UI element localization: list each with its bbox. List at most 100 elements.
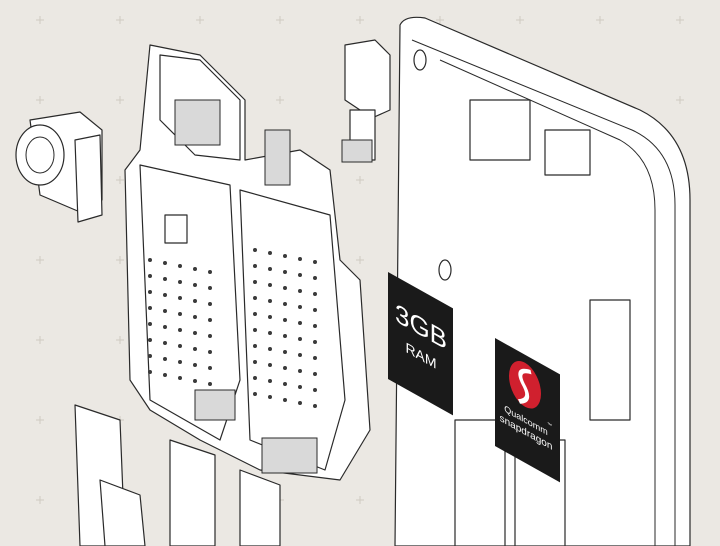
shield-dot [193,347,197,351]
shield-dot [253,376,257,380]
shield-dot [148,306,152,310]
snapdragon-logo-icon [509,361,541,409]
grid-cross [276,96,284,104]
shield-dot [313,276,317,280]
shield-dot [178,312,182,316]
grid-cross [676,16,684,24]
shield-dot [298,369,302,373]
shield-dots [148,248,317,408]
shield-dot [208,286,212,290]
shield-dot [283,286,287,290]
shield-dot [268,267,272,271]
grid-cross [116,176,124,184]
shield-dot [193,363,197,367]
shield-dot [298,289,302,293]
grid-cross [36,16,44,24]
shield-dot [148,258,152,262]
shield-dot [178,376,182,380]
shield-dot [268,251,272,255]
shield-dot [268,299,272,303]
shield-dot [163,261,167,265]
shield-dot [268,363,272,367]
shield-dot [208,318,212,322]
grid-cross [116,16,124,24]
grid-cross [356,176,364,184]
shield-dot [313,356,317,360]
shield-dot [253,392,257,396]
shield-dot [268,379,272,383]
shield-dot [148,370,152,374]
shield-dot [163,277,167,281]
shield-dot [253,328,257,332]
grid-cross [516,16,524,24]
shield-dot [163,341,167,345]
shield-dot [253,360,257,364]
shield-dot [193,315,197,319]
shield-dot [253,296,257,300]
shield-dot [178,280,182,284]
shield-dot [298,401,302,405]
shield-dot [298,337,302,341]
shield-dot [193,267,197,271]
shield-dot [208,350,212,354]
motherboard [124,44,371,481]
shield-dot [283,318,287,322]
shield-dot [313,260,317,264]
shield-dot [283,398,287,402]
shield-dot [268,395,272,399]
shield-dot [178,344,182,348]
front-camera-module [341,39,391,163]
shield-dot [298,257,302,261]
shield-dot [163,373,167,377]
shield-dot [253,248,257,252]
shield-dot [253,344,257,348]
grid-cross [596,16,604,24]
shield-dot [163,325,167,329]
shield-dot [178,296,182,300]
flex-cables [74,404,281,546]
board-logo [164,214,188,244]
shield-dot [268,331,272,335]
shield-dot [298,273,302,277]
shield-dot [313,404,317,408]
shield-dot [253,264,257,268]
shield-dot [313,372,317,376]
shield-dot [283,334,287,338]
shield-dot [193,331,197,335]
shield-dot [313,292,317,296]
grid-cross [436,16,444,24]
phone-frame [394,16,691,546]
shield-dot [298,385,302,389]
shield-dot [163,293,167,297]
grid-cross [276,16,284,24]
trademark: ™ [547,421,552,429]
grid-cross [36,416,44,424]
shield-dot [148,274,152,278]
shield-dot [268,283,272,287]
grid-cross [36,336,44,344]
shield-dot [208,334,212,338]
shield-dot [178,360,182,364]
shield-dot [298,321,302,325]
shield-dot [253,312,257,316]
shield-dot [178,264,182,268]
shield-dot [163,309,167,313]
shield-dot [268,347,272,351]
rear-camera-module [15,111,103,223]
shield-dot [208,366,212,370]
shield-dot [283,270,287,274]
shield-dot [148,290,152,294]
shield-dot [208,302,212,306]
shield-dot [163,357,167,361]
shield-dot [148,354,152,358]
grid-cross [116,96,124,104]
shield-dot [298,305,302,309]
grid-cross [356,16,364,24]
grid-cross [36,96,44,104]
shield-dot [283,382,287,386]
shield-dot [313,340,317,344]
shield-dot [298,353,302,357]
grid-cross [36,496,44,504]
shield-dot [148,338,152,342]
shield-dot [193,379,197,383]
